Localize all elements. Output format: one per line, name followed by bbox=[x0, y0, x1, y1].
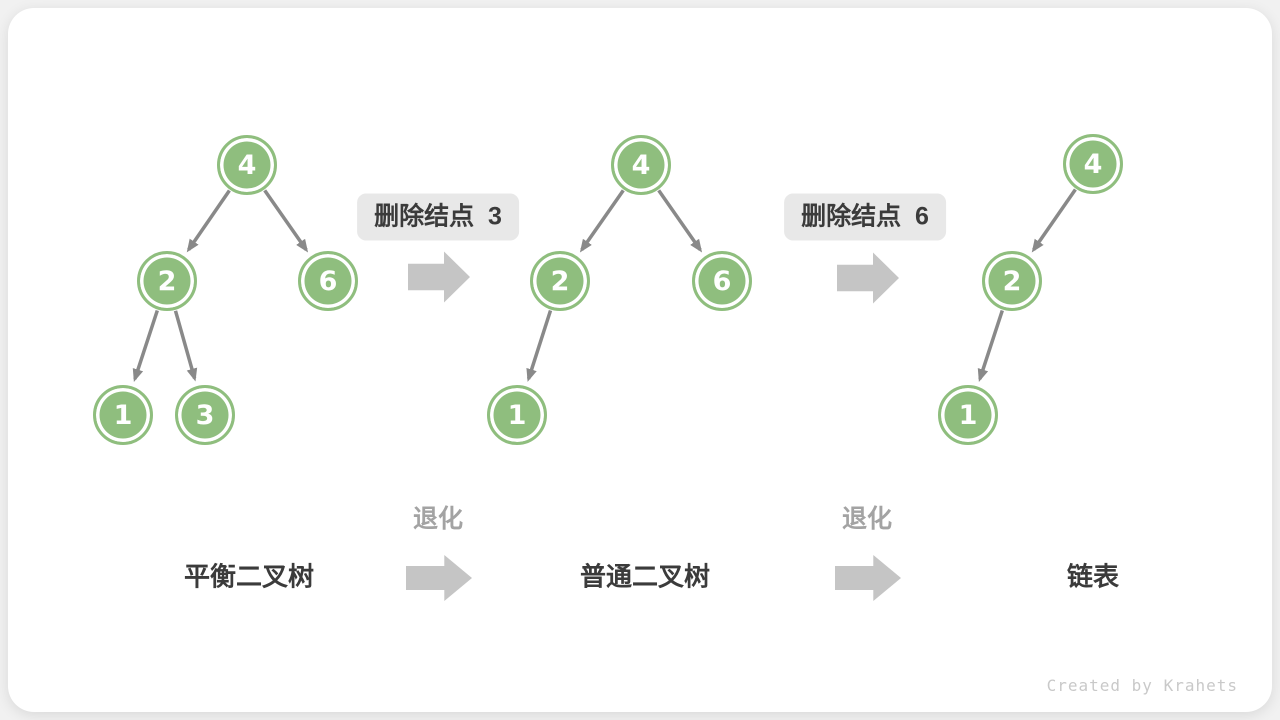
tree-balanced-node-4: 4 bbox=[217, 135, 277, 195]
tree-edge-arrow-icon bbox=[263, 189, 309, 253]
tree-edge-arrow-icon bbox=[173, 310, 198, 382]
degrade-label-2: 退化 bbox=[841, 505, 893, 533]
tree-edge-arrow-icon bbox=[132, 309, 159, 382]
tree-edge-arrow-icon bbox=[1031, 188, 1077, 253]
tree-linked-list-node-2: 2 bbox=[982, 251, 1042, 311]
tree-ordinary-node-2: 2 bbox=[530, 251, 590, 311]
tree-ordinary-edges bbox=[526, 189, 703, 382]
degrade-label-1: 退化 bbox=[412, 505, 464, 533]
block-arrow-right-icon bbox=[408, 251, 470, 303]
tree-balanced-node-2: 2 bbox=[137, 251, 197, 311]
tree-edge-arrow-icon bbox=[579, 189, 625, 253]
block-arrow-right-icon bbox=[837, 252, 899, 304]
diagram-card bbox=[8, 8, 1272, 712]
block-arrow-right-icon bbox=[406, 555, 472, 601]
step-label-delete-node-3: 删除结点 3 bbox=[357, 193, 519, 241]
tree-balanced-edges bbox=[132, 189, 309, 382]
block-arrow-right-icon bbox=[835, 555, 901, 601]
tree-linked-list-edges bbox=[977, 188, 1077, 382]
tree-linked-list-node-4: 4 bbox=[1063, 134, 1123, 194]
tree-edge-arrow-icon bbox=[526, 309, 553, 382]
tree-edge-arrow-icon bbox=[657, 189, 703, 253]
tree-balanced-node-1: 1 bbox=[93, 385, 153, 445]
tree-title-balanced-binary-tree: 平衡二叉树 bbox=[183, 561, 315, 592]
step-label-delete-node-6: 删除结点 6 bbox=[784, 193, 946, 241]
tree-linked-list-node-1: 1 bbox=[938, 385, 998, 445]
tree-edge-arrow-icon bbox=[186, 189, 231, 253]
tree-title-ordinary-binary-tree: 普通二叉树 bbox=[579, 561, 711, 592]
tree-title-linked-list: 链表 bbox=[1066, 561, 1120, 592]
tree-ordinary-node-1: 1 bbox=[487, 385, 547, 445]
tree-ordinary-node-4: 4 bbox=[611, 135, 671, 195]
tree-ordinary-node-6: 6 bbox=[692, 251, 752, 311]
watermark: Created by Krahets bbox=[1046, 676, 1238, 695]
tree-edge-arrow-icon bbox=[977, 309, 1004, 382]
tree-balanced-node-6: 6 bbox=[298, 251, 358, 311]
tree-balanced-node-3: 3 bbox=[175, 385, 235, 445]
